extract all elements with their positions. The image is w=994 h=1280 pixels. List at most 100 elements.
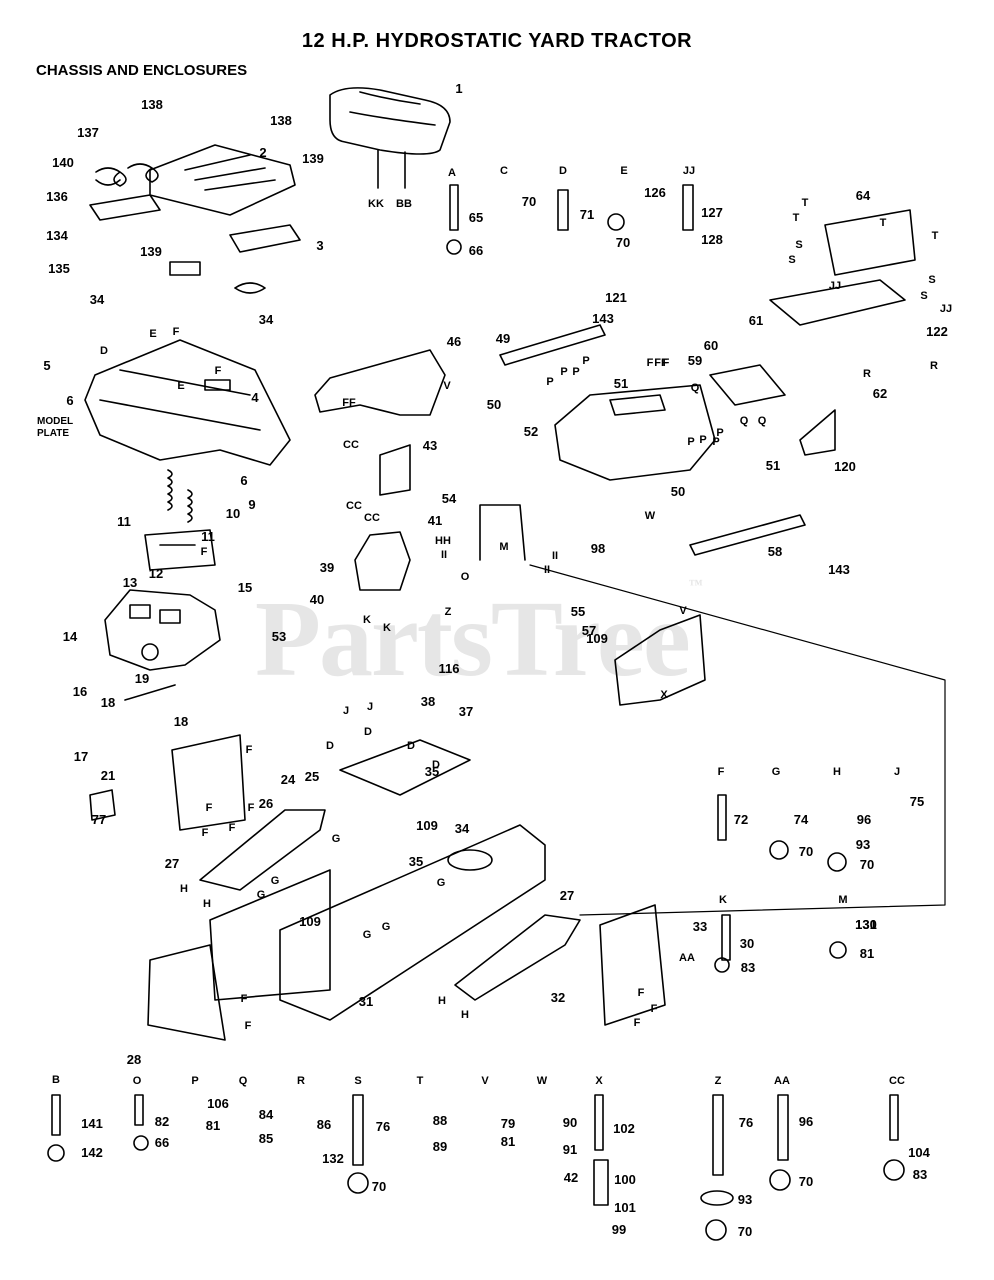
hardware-letter: F [200, 546, 208, 558]
hardware-letter: BB [396, 198, 412, 210]
part-callout: 121 [605, 290, 627, 305]
hardware-letter: T [792, 212, 800, 224]
part-callout: 82 [154, 1114, 170, 1129]
control-housing [104, 589, 221, 671]
part-callout: 89 [432, 1139, 448, 1154]
hardware-letter: F [717, 766, 725, 778]
watermark-tm: ™ [688, 578, 703, 593]
part-callout: 34 [89, 292, 105, 307]
seat-part [329, 87, 451, 155]
hardware-letter: W [644, 510, 656, 522]
hardware-letter: T [931, 230, 939, 242]
part-callout: 83 [912, 1167, 928, 1182]
hardware-letter: D [432, 759, 440, 771]
hardware-letter: R [863, 368, 871, 380]
part-callout: 136 [46, 189, 68, 204]
part-callout: 62 [872, 386, 888, 401]
part-callout: 41 [427, 513, 443, 528]
hardware-letter: D [326, 740, 334, 752]
hardware-letter: G [331, 833, 341, 845]
hardware-letter: II [551, 550, 559, 562]
part-callout: 131 [855, 917, 877, 932]
part-callout: 64 [855, 188, 871, 203]
part-callout: 142 [81, 1145, 103, 1160]
hardware-letter: K [719, 894, 727, 906]
hardware-letter: J [893, 766, 901, 778]
hardware-letter: F [633, 1017, 641, 1029]
seat-spring [95, 167, 127, 187]
part-callout: 86 [316, 1117, 332, 1132]
plate-37 [339, 739, 471, 796]
part-callout: 93 [737, 1192, 753, 1207]
hardware-letter: H [203, 898, 211, 910]
hardware-letter: HH [435, 535, 451, 547]
part-callout: 77 [91, 812, 107, 827]
part-callout: 65 [468, 210, 484, 225]
hardware-letter: F [201, 827, 209, 839]
hardware-letter: A [448, 167, 456, 179]
part-callout: 71 [579, 207, 595, 222]
hardware-letter: JJ [682, 165, 696, 177]
hardware-letter: F [646, 357, 654, 369]
nut-70 [607, 213, 625, 231]
part-callout: 70 [737, 1224, 753, 1239]
hardware-letter: C [500, 165, 508, 177]
hardware-letter: S [920, 290, 928, 302]
part-callout: 74 [793, 812, 809, 827]
dash-panel [84, 339, 291, 466]
hardware-letter: V [481, 1075, 489, 1087]
part-callout: 26 [258, 796, 274, 811]
part-callout: 141 [81, 1116, 103, 1131]
part-callout: 116 [438, 661, 460, 676]
hardware-letter: R [297, 1075, 305, 1087]
part-callout: 51 [613, 376, 629, 391]
part-callout: 70 [859, 857, 875, 872]
part-callout: 134 [46, 228, 68, 243]
hardware-letter: M [838, 894, 848, 906]
hardware-letter: FF [654, 357, 668, 369]
hardware-letter: F [245, 744, 253, 756]
part-callout: 84 [258, 1107, 274, 1122]
hardware-letter: M [499, 541, 509, 553]
hardware-letter: S [354, 1075, 362, 1087]
hardware-letter: G [771, 766, 781, 778]
part-callout: 37 [458, 704, 474, 719]
section-title: CHASSIS AND ENCLOSURES [36, 62, 248, 79]
seat-plate [89, 194, 161, 221]
hardware-letter: E [149, 328, 157, 340]
part-callout: 12 [148, 566, 164, 581]
part-callout: 39 [319, 560, 335, 575]
hardware-letter: G [270, 875, 280, 887]
hardware-letter: G [381, 921, 391, 933]
part-callout: 66 [154, 1135, 170, 1150]
hardware-letter: V [679, 605, 687, 617]
hardware-letter: F [244, 1020, 252, 1032]
part-callout: 70 [615, 235, 631, 250]
part-callout: 91 [562, 1142, 578, 1157]
part-callout: 11 [201, 529, 215, 544]
part-callout: 13 [122, 575, 138, 590]
part-callout: 17 [73, 749, 89, 764]
hardware-letter: J [342, 705, 350, 717]
part-callout: 49 [495, 331, 511, 346]
part-callout: 70 [371, 1179, 387, 1194]
hardware-letter: D [364, 726, 372, 738]
part-callout: 106 [207, 1096, 229, 1111]
side-panel-21 [171, 734, 246, 831]
hardware-letter: AA [774, 1075, 790, 1087]
hardware-letter: S [795, 239, 803, 251]
part-callout: 83 [740, 960, 756, 975]
part-callout: 18 [100, 695, 116, 710]
watermark: PartsTree™ [255, 578, 703, 702]
hardware-letter: G [436, 877, 446, 889]
watermark-text: PartsTree [255, 580, 691, 699]
hardware-letter: FF [342, 397, 356, 409]
main-frame [279, 824, 546, 1021]
hardware-letter: Q [739, 415, 749, 427]
hardware-letter: B [52, 1074, 60, 1086]
part-callout: 98 [590, 541, 606, 556]
part-callout: 128 [701, 232, 723, 247]
part-callout: 34 [258, 312, 274, 327]
model-plate-label: MODEL PLATE [37, 416, 73, 439]
part-callout: 27 [559, 888, 575, 903]
